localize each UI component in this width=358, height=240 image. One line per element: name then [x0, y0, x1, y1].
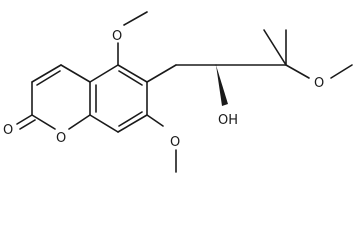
bond-o1-c8a — [68, 114, 91, 130]
structure-diagram: O O O O O OH — [3, 11, 353, 173]
bond-c2-o-double — [19, 119, 36, 130]
bond-o-ch3-5 — [123, 11, 148, 26]
side-chain — [146, 29, 353, 106]
bond-c8-c8a — [89, 114, 119, 133]
bond-c3-c4 — [31, 64, 62, 83]
bond-c7-c8-inner — [118, 111, 143, 127]
benzene-ring — [89, 64, 148, 133]
atom-label-carbonyl-o: O — [3, 123, 13, 138]
bond-c3p-o — [285, 64, 310, 79]
bond-c5-c6 — [117, 64, 148, 83]
bond-c6-ch2 — [146, 64, 177, 83]
bond-o-ch3-side — [330, 64, 353, 79]
atom-label-o5: O — [112, 29, 122, 44]
pyranone-ring — [31, 64, 91, 130]
bond-c3p-me-a — [263, 29, 287, 66]
bond-c4a-c5 — [89, 64, 119, 83]
bond-c7-c8 — [117, 114, 148, 133]
bond-c7-o — [146, 114, 164, 127]
bond-c2-o — [16, 114, 33, 125]
methoxy-5 — [117, 11, 148, 66]
atom-label-side-o: O — [314, 76, 324, 91]
bond-c2-o1 — [31, 114, 56, 130]
atom-label-o7: O — [170, 135, 180, 150]
bond-c4-c4a — [60, 64, 91, 83]
molecule-drawing: O O O O O OH — [3, 11, 353, 173]
stereo-wedge — [216, 65, 228, 106]
atom-label-ring-o: O — [56, 131, 66, 146]
methoxy-7 — [146, 114, 177, 173]
bond-c5-c6-inner — [118, 70, 143, 86]
bond-c3-c4-inner — [36, 70, 61, 86]
atom-label-hydroxyl: OH — [218, 113, 238, 128]
carbonyl-group — [16, 114, 36, 130]
